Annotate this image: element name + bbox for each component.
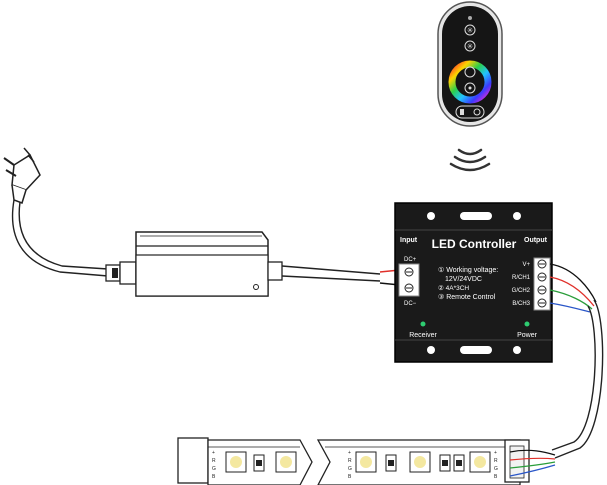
ac-power-cord [11, 199, 109, 277]
power-adapter [105, 231, 283, 297]
receiver-label: Receiver [409, 332, 437, 339]
svg-text:✳: ✳ [467, 42, 474, 51]
strip-pin-r-right: R [494, 458, 498, 464]
power-label: Power [517, 332, 538, 339]
strip-pin-g-left: G [212, 466, 216, 472]
rf-touch-remote-icon: ✳ ✳ [437, 1, 503, 127]
receiver-indicator [420, 321, 426, 327]
strip-pin-b-right: B [494, 474, 498, 480]
controller-title: LED Controller [432, 237, 517, 251]
led-controller: LED Controller Input Output DC+ DC− ① Wo… [394, 202, 553, 363]
strip-pin-g-right: G [494, 466, 498, 472]
terminal-v-plus: V+ [522, 262, 530, 268]
wireless-signal-icon [449, 148, 491, 172]
strip-pin-r-left: R [212, 458, 216, 464]
terminal-dc-plus: DC+ [404, 257, 417, 263]
led-strip: + R G B + R G B + R G B [177, 437, 556, 485]
spec-line-1: ① Working voltage: [438, 266, 498, 274]
strip-pin-plus-mid: + [348, 450, 351, 456]
strip-pin-b-mid: B [348, 474, 352, 480]
terminal-r-ch1: R/CH1 [512, 275, 531, 281]
strip-pin-plus-right: + [494, 450, 497, 456]
strip-pin-r-mid: R [348, 458, 352, 464]
spec-line-2: 12V/24VDC [445, 276, 482, 283]
spec-line-4: ③ Remote Control [438, 293, 496, 301]
input-label: Input [400, 237, 418, 244]
output-cable [551, 299, 604, 459]
strip-pin-b-left: B [212, 474, 216, 480]
power-indicator [524, 321, 530, 327]
ac-plug-icon [3, 147, 41, 204]
strip-pin-plus-left: + [212, 450, 215, 456]
output-label: Output [524, 237, 548, 244]
strip-pin-g-mid: G [348, 466, 352, 472]
dc-output-cable [281, 265, 381, 282]
terminal-b-ch3: B/CH3 [512, 301, 530, 307]
svg-text:✳: ✳ [467, 26, 474, 35]
terminal-g-ch2: G/CH2 [512, 288, 531, 294]
output-wires [549, 263, 597, 313]
spec-line-3: ② 4A*3CH [438, 284, 469, 292]
terminal-dc-minus: DC− [404, 301, 417, 307]
